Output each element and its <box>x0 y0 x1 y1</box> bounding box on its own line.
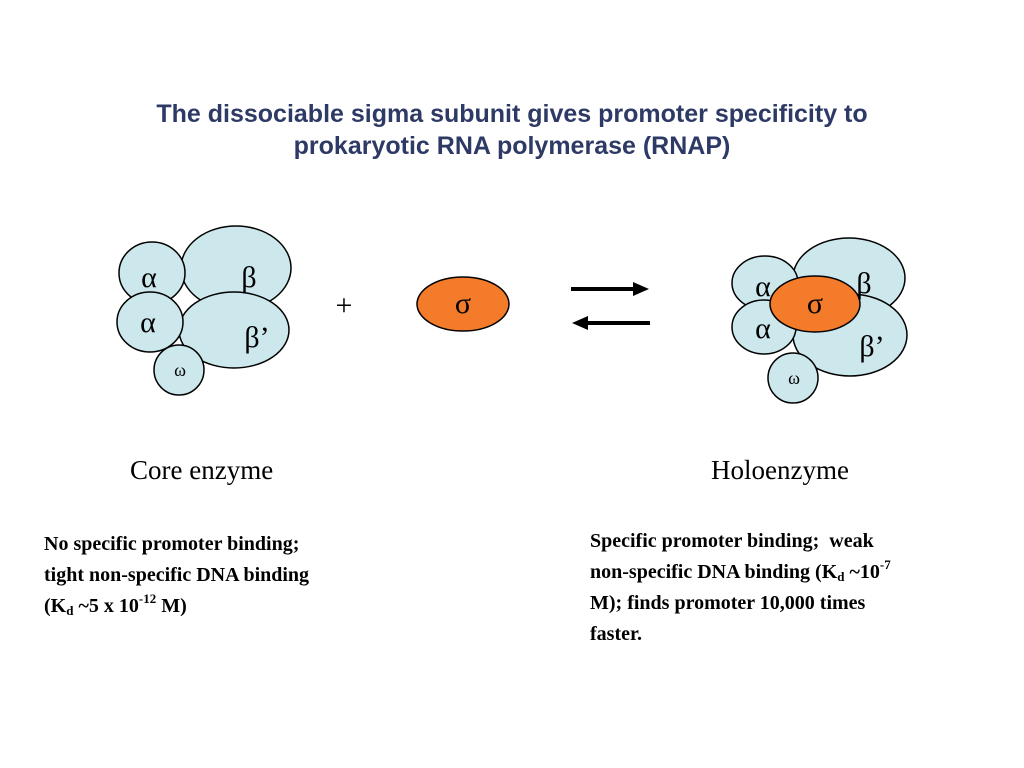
reverse-arrow-head <box>572 316 588 330</box>
kd-exponent: -12 <box>138 591 157 606</box>
holo-description-line-1: Specific promoter binding; weak <box>590 530 874 552</box>
holo-description-line-3: M); finds promoter 10,000 times <box>590 592 866 614</box>
core-description: No specific promoter binding; tight non-… <box>44 529 309 622</box>
core-enzyme-caption: Core enzyme <box>130 455 274 485</box>
holo-beta-label: β <box>856 267 871 300</box>
core-beta-label: β <box>241 261 256 294</box>
holoenzyme-caption: Holoenzyme <box>711 455 849 485</box>
title-line-2: prokaryotic RNA polymerase (RNAP) <box>293 132 731 160</box>
holo-alpha-label-2: α <box>755 312 771 345</box>
holo-omega-label: ω <box>788 368 800 388</box>
title-line-1: The dissociable sigma subunit gives prom… <box>156 100 868 128</box>
free-sigma-label: σ <box>455 287 471 320</box>
kd-unit: M) <box>156 595 187 617</box>
holo-kd-prefix: non-specific DNA binding (K <box>590 561 838 583</box>
forward-arrow-head <box>633 282 649 296</box>
core-alpha-label-1: α <box>141 261 157 294</box>
kd-prefix: (K <box>44 595 67 617</box>
holo-kd-subscript: d <box>837 569 845 584</box>
kd-value: ~5 x 10 <box>73 595 139 617</box>
holo-description-line-2: non-specific DNA binding (Kd ~10-7 <box>590 557 891 588</box>
holo-beta-prime-label: β’ <box>859 330 884 363</box>
equilibrium-arrows <box>571 282 650 330</box>
core-omega-label: ω <box>174 360 186 380</box>
core-beta-prime-label: β’ <box>244 321 269 354</box>
core-alpha-subunit-2 <box>116 291 184 353</box>
kd-subscript: d <box>66 603 74 618</box>
free-sigma: σ <box>416 276 510 332</box>
holo-alpha-label-1: α <box>755 270 771 303</box>
holo-description: Specific promoter binding; weak non-spec… <box>590 526 891 650</box>
slide-title: The dissociable sigma subunit gives prom… <box>60 98 964 162</box>
holo-kd-value: ~10 <box>844 561 880 583</box>
core-description-line-1: No specific promoter binding; <box>44 533 300 555</box>
holo-description-line-4: faster. <box>590 623 643 645</box>
holo-sigma-subunit <box>769 275 861 333</box>
holo-omega-subunit <box>767 352 819 404</box>
core-omega-subunit <box>153 344 205 396</box>
core-enzyme: β β’ α α ω <box>116 225 292 396</box>
holo-sigma-label: σ <box>807 287 823 320</box>
plus-sign: + <box>336 289 353 322</box>
free-sigma-subunit <box>416 276 510 332</box>
holoenzyme: β β’ α α σ ω <box>731 237 908 404</box>
core-description-line-2: tight non-specific DNA binding <box>44 564 310 586</box>
core-description-line-3: (Kd ~5 x 10-12 M) <box>44 591 309 622</box>
holo-kd-exponent: -7 <box>879 557 891 572</box>
core-alpha-label-2: α <box>140 306 156 339</box>
